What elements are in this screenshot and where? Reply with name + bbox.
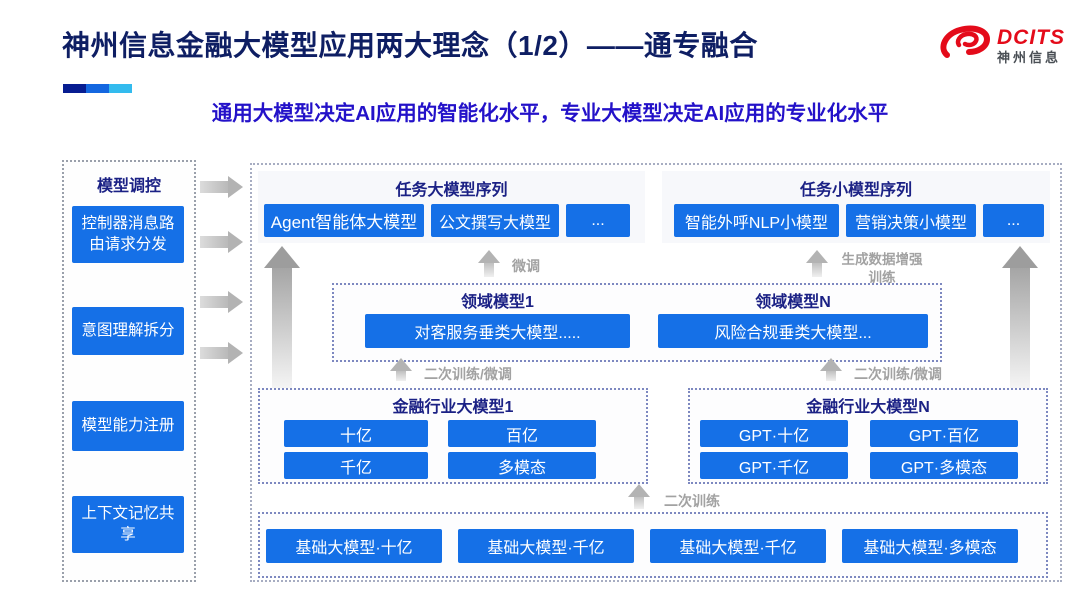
task-small-title: 任务小模型序列 [799,182,912,199]
arrow-up-icon [628,484,650,509]
sidebar-item-register: 模型能力注册 [72,401,184,451]
arrow-up-tall-icon [264,246,300,390]
arrow-right-icon [200,291,243,313]
node-multimodal: 多模态 [448,452,596,479]
gen-data-label: 生成数据增强训练 [841,252,923,285]
domain-right-title: 领域模型N [755,294,831,311]
node-gpt-100b: GPT·千亿 [700,452,848,479]
arrow-up-tall-icon [1002,246,1038,390]
node-risk-compliance-model: 风险合规垂类大模型... [658,314,928,348]
sidebar-item-router: 控制器消息路由请求分发 [72,206,184,263]
sidebar-item-context: 上下文记忆共享 [72,496,184,553]
title-accent-bar [63,84,132,93]
arrow-up-icon [806,250,828,277]
node-customer-service-model: 对客服务垂类大模型..... [365,314,630,348]
node-gpt-10b: GPT·百亿 [870,420,1018,447]
arrow-up-icon [820,358,842,381]
domain-left-title: 领域模型1 [461,294,534,311]
logo-brand-text: DCITS [997,25,1065,49]
node-outbound-nlp-model: 智能外呼NLP小模型 [674,204,839,237]
node-10b: 百亿 [448,420,596,447]
node-1b: 十亿 [284,420,428,447]
node-base-1b: 基础大模型·十亿 [266,529,442,563]
arrow-right-icon [200,342,243,364]
second-train-finetune-right-label: 二次训练/微调 [854,366,942,382]
node-more-small: ... [983,204,1044,237]
node-100b: 千亿 [284,452,428,479]
arrow-up-icon [390,358,412,381]
industry-right-title: 金融行业大模型N [806,399,930,416]
model-control-panel: 模型调控 控制器消息路由请求分发 意图理解拆分 模型能力注册 上下文记忆共享 [62,160,196,582]
second-train-label: 二次训练 [664,493,720,509]
finetune-label: 微调 [512,258,540,274]
architecture-container [250,163,1062,582]
node-gpt-1b: GPT·十亿 [700,420,848,447]
page-title: 神州信息金融大模型应用两大理念（1/2）——通专融合 [62,30,758,61]
swirl-logo-icon [938,22,991,69]
slide-subtitle: 通用大模型决定AI应用的智能化水平，专业大模型决定AI应用的专业化水平 [211,102,889,125]
node-base-multimodal: 基础大模型·多模态 [842,529,1018,563]
logo-brand-cn: 神州信息 [997,49,1062,65]
node-base-100b-a: 基础大模型·千亿 [458,529,634,563]
task-large-title: 任务大模型序列 [395,182,508,199]
node-doc-writing-model: 公文撰写大模型 [431,204,559,237]
node-gpt-multimodal: GPT·多模态 [870,452,1018,479]
industry-left-title: 金融行业大模型1 [392,399,514,416]
sidebar-title: 模型调控 [96,178,161,195]
arrow-right-icon [200,176,243,198]
node-more-large: ... [566,204,630,237]
company-logo: DCITS 神州信息 [938,22,1065,69]
second-train-finetune-left-label: 二次训练/微调 [424,366,512,382]
node-marketing-model: 营销决策小模型 [846,204,976,237]
sidebar-item-intent: 意图理解拆分 [72,307,184,355]
node-base-100b-b: 基础大模型·千亿 [650,529,826,563]
arrow-right-icon [200,231,243,253]
arrow-up-icon [478,250,500,277]
node-agent-model: Agent智能体大模型 [264,204,424,237]
